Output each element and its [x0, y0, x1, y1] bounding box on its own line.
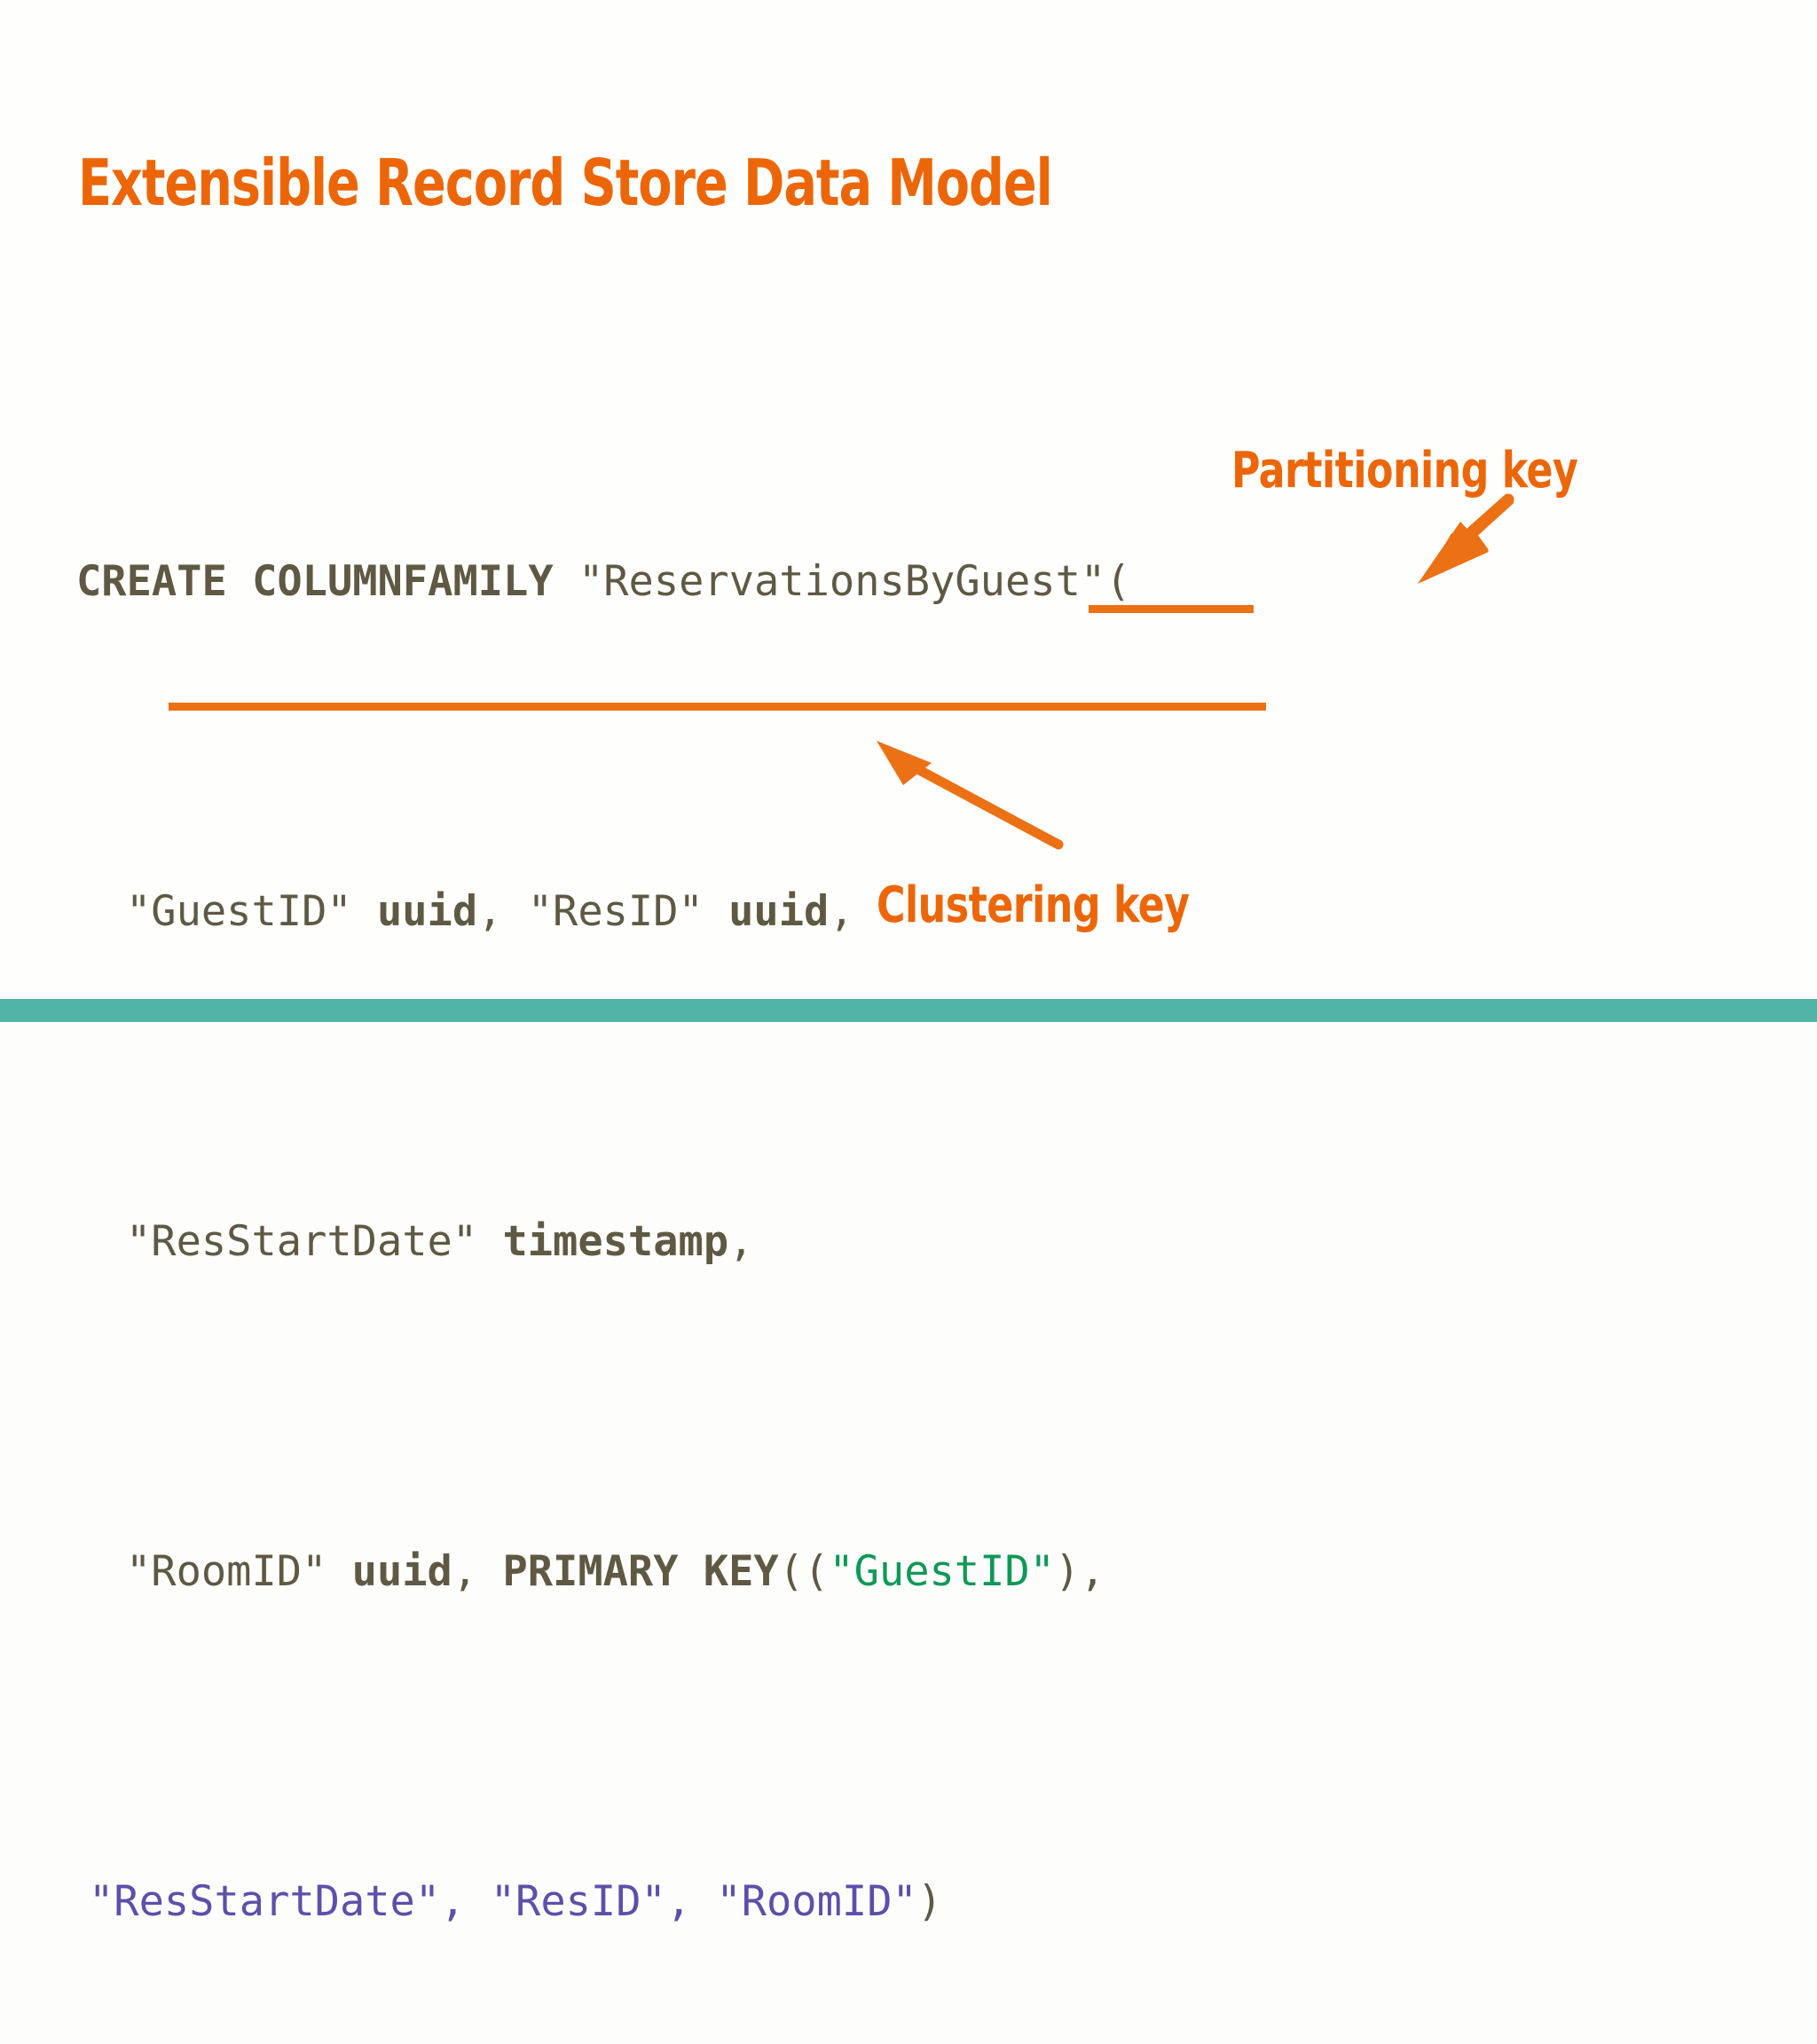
annotation-partitioning-key: Partitioning key — [1231, 442, 1578, 499]
code-token-timestamp: timestamp — [502, 1217, 729, 1266]
clustering-key-token: "ResStartDate", "ResID", "RoomID" — [89, 1877, 917, 1926]
code-token-close-parens: ), — [1054, 1547, 1105, 1596]
code-token-uuid-2: uuid — [728, 887, 830, 936]
code-token-open-parens: (( — [778, 1547, 830, 1596]
partition-key-token: "GuestID" — [829, 1547, 1055, 1596]
code-token-create: CREATE COLUMNFAMILY — [76, 557, 578, 606]
code-token-resid-col: , "ResID" — [477, 887, 729, 936]
code-line-2: "GuestID" uuid, "ResID" uuid, — [76, 870, 1130, 953]
code-token-roomid-col: "RoomID" — [126, 1547, 352, 1596]
code-token-close-paren-2: ) — [916, 1877, 943, 1926]
page-title: Extensible Record Store Data Model — [78, 145, 1053, 221]
code-token-uuid-1: uuid — [376, 887, 478, 936]
code-token-primary-key: PRIMARY KEY — [502, 1547, 779, 1596]
code-line-1: CREATE COLUMNFAMILY "ReservationsByGuest… — [76, 540, 1130, 623]
code-token-comma-3: , — [452, 1547, 503, 1596]
code-token-comma-2: , — [728, 1217, 754, 1266]
code-line-3: "ResStartDate" timestamp, — [76, 1200, 1130, 1283]
code-token-resstartdate-col: "ResStartDate" — [126, 1217, 503, 1266]
annotation-clustering-key: Clustering key — [877, 877, 1190, 934]
partition-key-underline — [1089, 605, 1254, 613]
code-block: CREATE COLUMNFAMILY "ReservationsByGuest… — [76, 293, 1130, 2044]
code-line-5: "ResStartDate", "ResID", "RoomID") — [76, 1860, 1130, 1943]
code-token-table-name: "ReservationsByGuest"( — [578, 557, 1131, 606]
slide-canvas: Extensible Record Store Data Model CREAT… — [0, 145, 1817, 1926]
partitioning-key-arrow-icon — [1418, 493, 1514, 584]
code-token-comma-1: , — [829, 887, 854, 936]
footer-accent-bar — [0, 999, 1817, 1022]
code-token-guestid-col: "GuestID" — [126, 887, 377, 936]
code-token-uuid-3: uuid — [351, 1547, 452, 1596]
code-line-4: "RoomID" uuid, PRIMARY KEY(("GuestID"), — [76, 1530, 1130, 1613]
clustering-key-underline — [169, 703, 1266, 711]
